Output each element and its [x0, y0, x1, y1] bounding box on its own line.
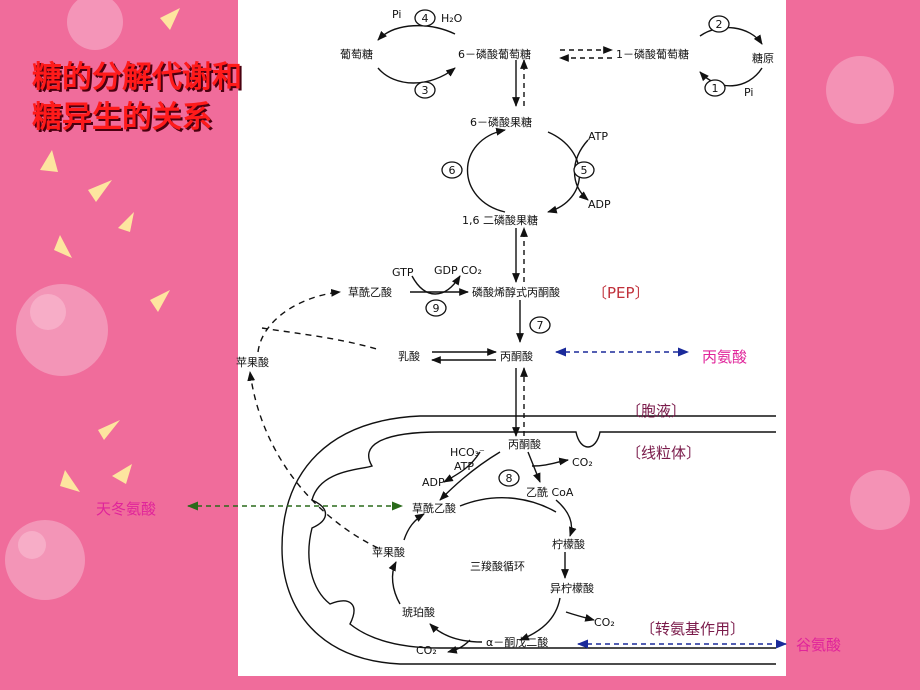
acetyl-coa-label: 乙酰 CoA [526, 485, 574, 499]
adp-label-1: ADP [588, 198, 611, 211]
oaa-cyto-label: 草酰乙酸 [348, 285, 392, 299]
enzyme-label-2: 2 [716, 18, 723, 31]
bubble-decoration-right [826, 56, 910, 530]
arrow-g6p-to-glucose [377, 25, 456, 41]
enzyme-circle-4 [414, 9, 436, 27]
pi-right-label: Pi [744, 86, 753, 99]
enzyme-circle-8 [498, 469, 520, 487]
enzyme-circle-3 [414, 81, 436, 99]
enzyme-circle-2 [708, 15, 730, 33]
enzyme-label-7: 7 [537, 319, 544, 332]
slide-title-line-2: 糖异生的关系 [32, 100, 212, 135]
enzyme-circle-5 [573, 161, 595, 179]
mitochondria-label: 〔线粒体〕 [626, 444, 701, 462]
arrow-pyruvate-to-acetylcoa [527, 451, 541, 483]
arrow-gtp-gdp [411, 275, 461, 295]
outer-membrane [281, 415, 776, 665]
f6p-label: 6－磷酸果糖 [470, 115, 532, 129]
enzyme-circle-7 [529, 316, 551, 334]
arrow-co2-release-b [565, 611, 595, 622]
glucose-label: 葡萄糖 [340, 47, 373, 61]
co2-label-c: CO₂ [416, 644, 437, 657]
h2o-label: H₂O [441, 12, 463, 25]
cytosol-label: 〔胞液〕 [626, 402, 686, 420]
malate-cyto-label: 苹果酸 [236, 355, 269, 369]
glycogen-label: 糖原 [752, 51, 774, 65]
arrow-mito-malate-to-cyto [247, 371, 379, 549]
arrow-pyruvate-to-oaa-mito [439, 451, 501, 501]
enzyme-label-1: 1 [712, 82, 719, 95]
bubble-decoration-left [5, 0, 123, 600]
pi-top-label: Pi [392, 8, 401, 21]
arrow-isocitrate-to-akg [519, 597, 561, 641]
fbp-label: 1,6 二磷酸果糖 [462, 213, 538, 227]
glutamate-label: 谷氨酸 [796, 636, 841, 654]
arrow-co2-release-a [531, 457, 569, 467]
arrow-fbp-to-f6p [467, 127, 506, 213]
pyruvate-mito-label: 丙酮酸 [508, 437, 541, 451]
enzyme-label-3: 3 [422, 84, 429, 97]
arrow-acetylcoa-to-citrate [555, 499, 577, 537]
inner-membrane [308, 431, 776, 649]
enzyme-label-6: 6 [449, 164, 456, 177]
arrow-oaa-to-citrate [459, 497, 557, 513]
arrow-succinate-to-malate [388, 561, 401, 605]
enzyme-label-4: 4 [422, 12, 429, 25]
citrate-label: 柠檬酸 [552, 537, 585, 551]
enzyme-circle-1 [704, 79, 726, 97]
aspartate-label: 天冬氨酸 [96, 500, 156, 518]
dashed-link-oaa [261, 327, 381, 351]
enzyme-label-9: 9 [433, 302, 440, 315]
adp-label-2: ADP [422, 476, 445, 489]
pep-tag-label: 〔PEP〕 [592, 284, 650, 302]
arrow-malate-to-oaa-cyto [257, 288, 341, 353]
pep-label: 磷酸烯醇式丙酮酸 [472, 285, 560, 299]
akg-label: α－酮戊二酸 [486, 635, 548, 649]
arrow-glucose-to-g6p [377, 67, 456, 84]
enzyme-circle-9 [425, 299, 447, 317]
oaa-mito-label: 草酰乙酸 [412, 501, 456, 515]
gdp-co2-label: GDP CO₂ [434, 264, 482, 277]
enzyme-label-5: 5 [581, 164, 588, 177]
atp-label-2: ATP [454, 460, 474, 473]
lactate-label: 乳酸 [398, 349, 420, 363]
tca-cycle-label: 三羧酸循环 [470, 559, 525, 573]
succinate-label: 琥珀酸 [402, 605, 435, 619]
atp-label-1: ATP [588, 130, 608, 143]
co2-label-b: CO₂ [594, 616, 615, 629]
hco3-label: HCO₃⁻ [450, 446, 485, 459]
g6p-label: 6－磷酸葡萄糖 [458, 47, 531, 61]
enzyme-label-8: 8 [506, 472, 513, 485]
isocitrate-label: 异柠檬酸 [550, 581, 594, 595]
g1p-label: 1－磷酸葡萄糖 [616, 47, 689, 61]
arrow-glycogen-to-g1p [699, 67, 763, 87]
enzyme-circle-6 [441, 161, 463, 179]
pyruvate-cyto-label: 丙酮酸 [500, 349, 533, 363]
arrow-g1p-to-glycogen [699, 26, 763, 45]
ray-decoration [40, 8, 180, 492]
arrow-malate-to-oaa-mito [403, 513, 425, 541]
arrow-hco3-atp [443, 451, 481, 483]
alanine-label: 丙氨酸 [702, 348, 747, 366]
arrow-akg-to-succinate [429, 623, 483, 643]
malate-mito-label: 苹果酸 [372, 545, 405, 559]
slide-title-line-1: 糖的分解代谢和 [32, 60, 242, 95]
transamination-label: 〔转氨基作用〕 [640, 620, 745, 638]
gtp-label: GTP [392, 266, 414, 279]
co2-label-a: CO₂ [572, 456, 593, 469]
arrow-co2-release-c [447, 639, 471, 654]
